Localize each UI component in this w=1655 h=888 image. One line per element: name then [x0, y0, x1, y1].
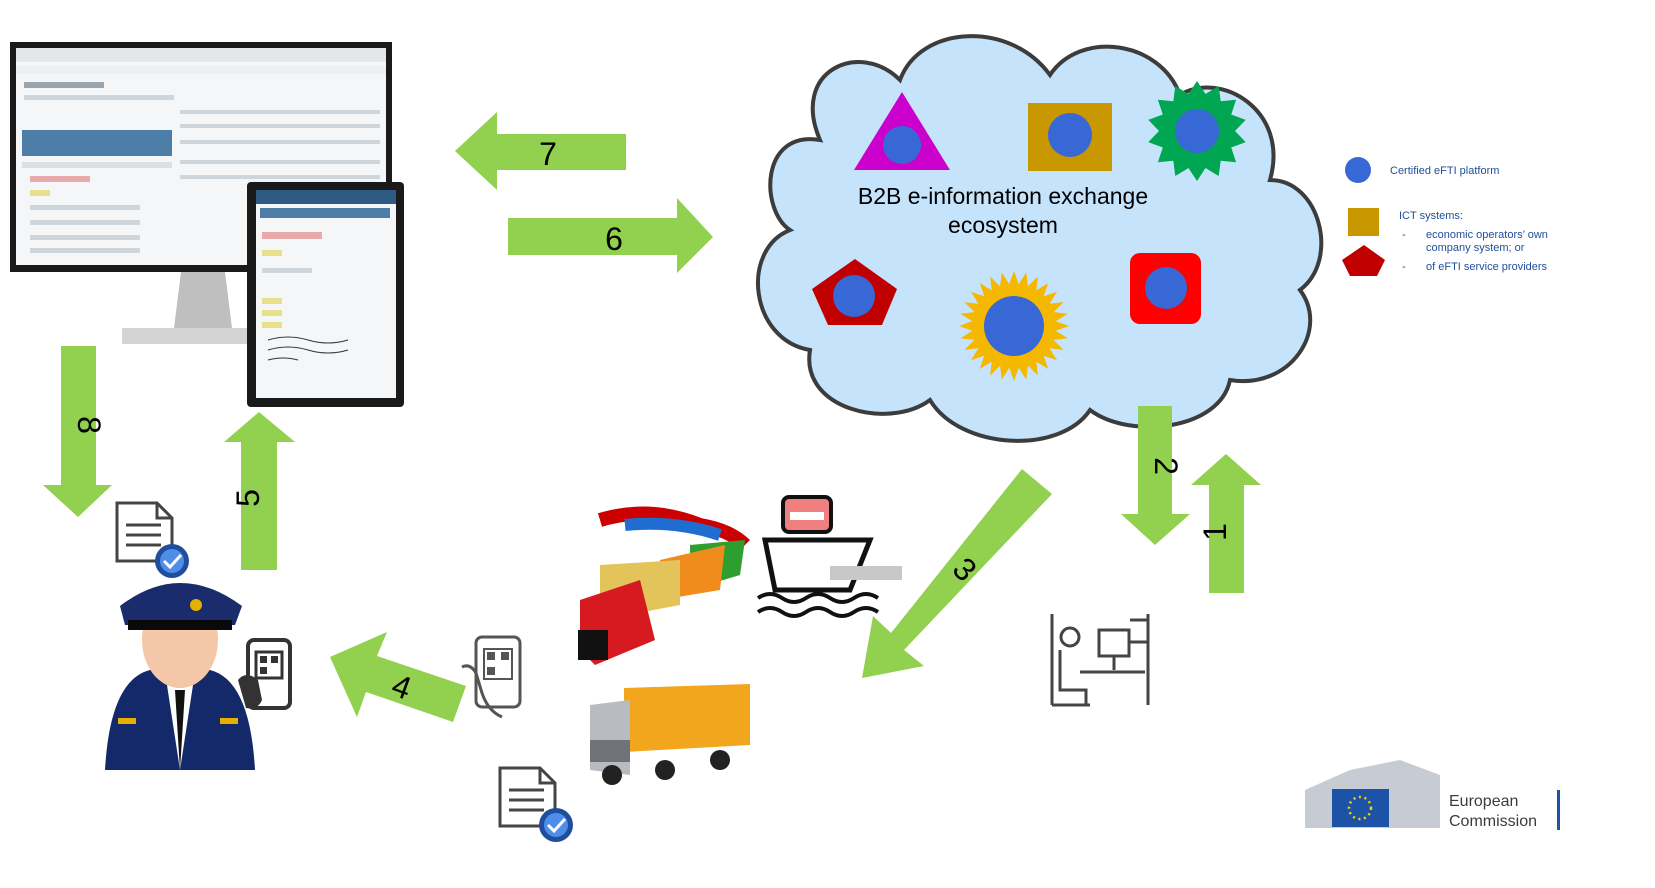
- eu-flag-icon: [1332, 789, 1389, 827]
- arrow-5: 5: [224, 412, 295, 570]
- qr-phone-icon: [461, 635, 522, 719]
- cloud-title-line1: B2B e-information exchange: [858, 183, 1148, 209]
- green-star-platform-icon: [1148, 81, 1246, 181]
- arrow-5-label: 5: [230, 489, 266, 507]
- arrow-3: 3: [862, 469, 1052, 678]
- arrow-6-label: 6: [605, 221, 623, 257]
- tablet-icon: [247, 182, 404, 407]
- arrow-4: 4: [330, 632, 466, 722]
- arrow-1-label: 1: [1197, 523, 1233, 541]
- legend-dash-2: -: [1402, 261, 1406, 273]
- ec-logo-line1: European: [1449, 793, 1518, 810]
- b2b-ecosystem-cloud: B2B e-information exchange ecosystem: [756, 34, 1324, 443]
- sun-platform-icon: [959, 271, 1069, 381]
- legend-item1-line2: company system; or: [1426, 242, 1525, 254]
- square-platform-icon: [1028, 103, 1112, 171]
- legend-pentagon-icon: [1342, 245, 1385, 276]
- arrow-6: 6: [508, 198, 713, 273]
- pentagon-platform-icon: [812, 259, 897, 325]
- train-icon: [578, 506, 750, 665]
- legend-ict-square-icon: [1348, 208, 1379, 236]
- ship-icon: [756, 495, 902, 618]
- arrow-7-label: 7: [539, 136, 557, 172]
- ec-logo: European Commission: [1305, 760, 1560, 830]
- truck-icon: [590, 684, 750, 785]
- triangle-platform-icon: [854, 92, 950, 170]
- legend-item2: of eFTI service providers: [1426, 261, 1548, 273]
- legend-dash-1: -: [1402, 229, 1406, 241]
- legend-certified-platform-label: Certified eFTI platform: [1390, 165, 1499, 177]
- legend-ict-label: ICT systems:: [1399, 210, 1463, 222]
- desk-worker-icon: [1050, 614, 1150, 707]
- arrow-8: 8: [43, 346, 112, 517]
- cloud-title-line2: ecosystem: [948, 212, 1058, 238]
- qr-phone-icon: [238, 638, 292, 710]
- arrow-1: 1: [1191, 454, 1261, 593]
- rounded-square-platform-icon: [1130, 253, 1201, 324]
- arrow-8-label: 8: [71, 416, 107, 434]
- legend: Certified eFTI platform ICT systems: - e…: [1342, 157, 1548, 276]
- legend-item1-line1: economic operators’ own: [1426, 229, 1548, 241]
- document-check-icon: [498, 766, 573, 842]
- ec-logo-line2: Commission: [1449, 813, 1537, 830]
- legend-certified-platform-icon: [1345, 157, 1371, 183]
- arrow-2: 2: [1121, 406, 1190, 545]
- officer-icon: [105, 583, 255, 770]
- arrow-2-label: 2: [1148, 457, 1184, 475]
- document-check-icon: [115, 501, 189, 578]
- arrow-7: 7: [455, 112, 626, 190]
